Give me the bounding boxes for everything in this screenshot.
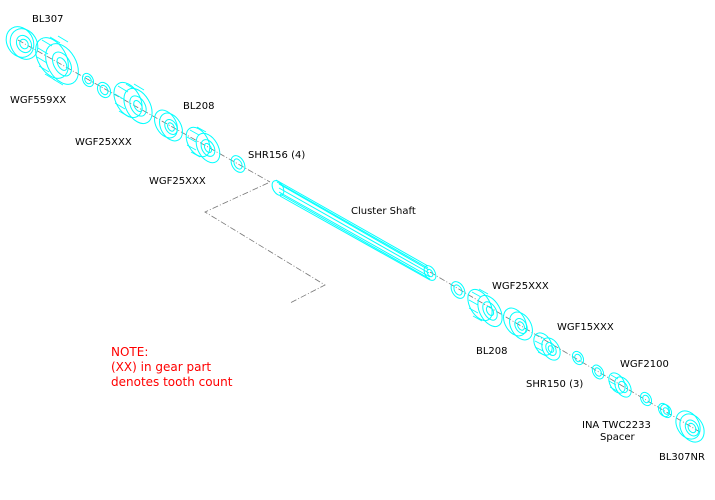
cluster-shaft	[271, 179, 437, 281]
label-ina-twc2233: INA TWC2233	[582, 420, 651, 431]
washer-shr150-a	[571, 350, 585, 366]
gear-wgf25xxx-c	[467, 288, 503, 328]
assembly-axis	[17, 39, 701, 433]
label-wgf25xxx-a: WGF25XXX	[75, 137, 132, 148]
spacer-ina-twc2233	[657, 402, 673, 419]
washer-4	[639, 391, 653, 407]
label-wgf25xxx-b: WGF25XXX	[149, 176, 206, 187]
label-bl307nr: BL307NR	[659, 452, 705, 463]
label-bl208-bottom: BL208	[476, 346, 508, 357]
label-wgf2100: WGF2100	[620, 359, 669, 370]
washer-1	[81, 72, 95, 88]
bearing-bl208-bottom	[503, 307, 533, 341]
bearing-bl208-top	[154, 109, 183, 142]
washer-3	[450, 281, 466, 299]
shaft-leader-line	[204, 182, 326, 304]
label-spacer: Spacer	[600, 432, 635, 443]
gear-wgf15xxx	[533, 332, 561, 361]
note-block: NOTE: (XX) in gear part denotes tooth co…	[111, 345, 233, 389]
gear-wgf25xxx-a	[113, 81, 153, 125]
washer-2	[96, 81, 112, 99]
label-shr156: SHR156 (4)	[248, 150, 305, 161]
bearing-bl307nr	[675, 410, 705, 443]
label-bl208-top: BL208	[183, 101, 215, 112]
washer-shr150-b	[591, 364, 605, 380]
gear-wgf559xx	[35, 35, 79, 86]
label-wgf25xxx-c: WGF25XXX	[492, 281, 549, 292]
note-line-2: (XX) in gear part	[111, 360, 211, 374]
label-shr150: SHR150 (3)	[526, 379, 583, 390]
gear-wgf2100	[608, 372, 632, 398]
label-wgf559xx: WGF559XX	[10, 95, 66, 106]
label-bl307: BL307	[32, 14, 64, 25]
label-wgf15xxx: WGF15XXX	[557, 322, 614, 333]
bearing-bl307	[5, 26, 39, 60]
note-line-3: denotes tooth count	[111, 375, 233, 389]
gear-wgf25xxx-b	[185, 126, 221, 164]
washer-shr156	[230, 155, 246, 173]
label-cluster-shaft: Cluster Shaft	[351, 206, 416, 217]
note-title: NOTE:	[111, 345, 148, 359]
